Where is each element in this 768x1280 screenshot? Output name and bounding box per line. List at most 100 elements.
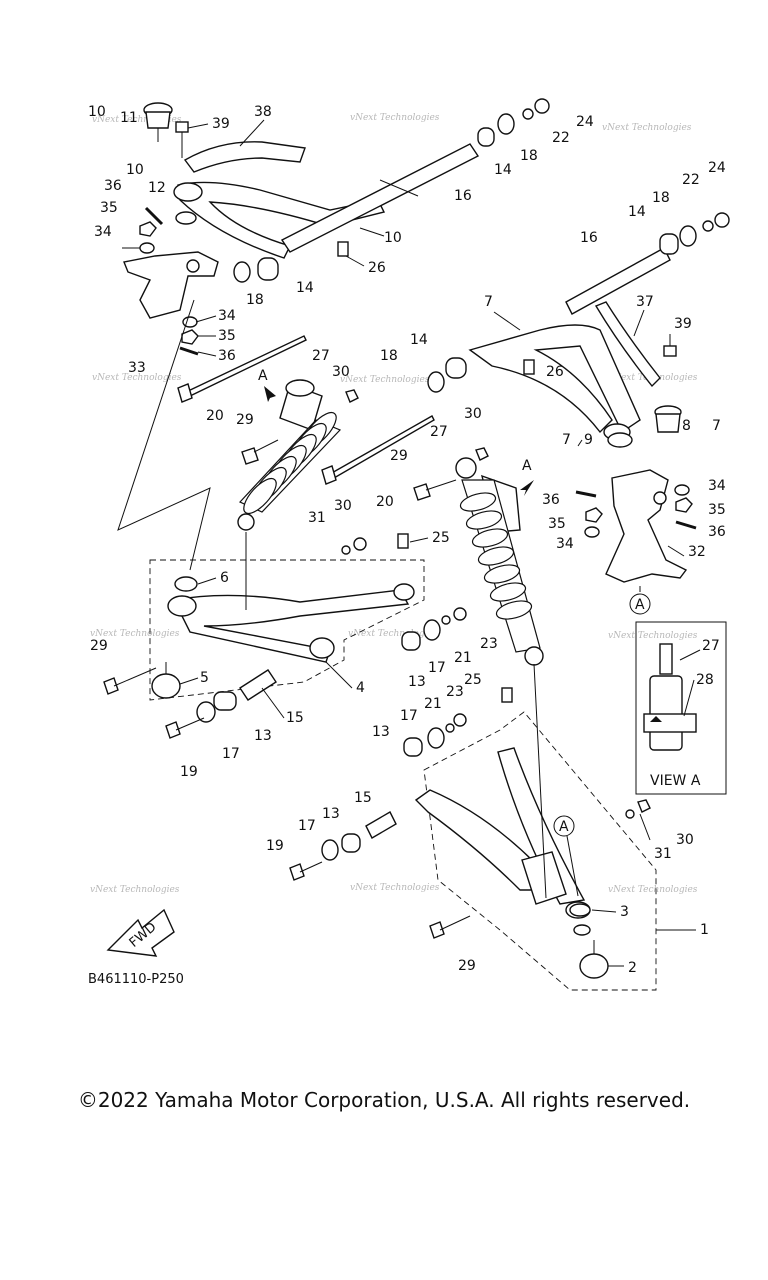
through-bolts (177, 335, 435, 485)
callout: 29 (90, 638, 108, 654)
view-arrows (264, 386, 651, 837)
watermark: vNext Technologies (92, 115, 182, 125)
callout: 36 (542, 492, 560, 508)
callout: 32 (688, 544, 706, 560)
callout: 19 (266, 838, 284, 854)
steering-knuckle (123, 251, 219, 319)
watermark: vNext Technologies (350, 883, 440, 893)
callout: 30 (464, 406, 482, 422)
callout: 25 (432, 530, 450, 546)
callout: 39 (212, 116, 230, 132)
callout: 25 (464, 672, 482, 688)
callout: 28 (696, 672, 714, 688)
callout: 30 (334, 498, 352, 514)
callout: 13 (372, 724, 390, 740)
hose-bracket (183, 141, 306, 173)
callout: 31 (654, 846, 672, 862)
callout: 11 (120, 110, 138, 126)
callout: 18 (520, 148, 538, 164)
callout: 34 (218, 308, 236, 324)
callout: 29 (458, 958, 476, 974)
washer (139, 242, 155, 254)
through-bolt (328, 415, 435, 479)
callout: 8 (682, 418, 691, 434)
callout: 17 (298, 818, 316, 834)
callout: 19 (180, 764, 198, 780)
upper-a-arm-right (468, 324, 641, 434)
callout: 6 (220, 570, 229, 586)
callout: 39 (674, 316, 692, 332)
diagram-code: B461110-P250 (88, 972, 184, 987)
callout: 26 (368, 260, 386, 276)
callout: 18 (652, 190, 670, 206)
callout: 34 (708, 478, 726, 494)
callout: 30 (332, 364, 350, 380)
view-a-arrow-icon (264, 386, 276, 402)
callout: 30 (676, 832, 694, 848)
callout: 24 (576, 114, 594, 130)
reference-circle-a (629, 593, 651, 615)
callout: 35 (708, 502, 726, 518)
view-a-frame (635, 621, 727, 795)
callout: 22 (682, 172, 700, 188)
callout: 23 (480, 636, 498, 652)
left-shock-absorber (237, 379, 359, 531)
callout: 31 (308, 510, 326, 526)
callout: 5 (200, 670, 209, 686)
forward-arrow-icon (106, 908, 175, 957)
upper-a-arm (177, 181, 386, 259)
callout: 34 (94, 224, 112, 240)
callout: 26 (546, 364, 564, 380)
callout: 12 (148, 180, 166, 196)
copyright-notice: ©2022 Yamaha Motor Corporation, U.S.A. A… (77, 1088, 691, 1112)
callout: 27 (702, 638, 720, 654)
callout: 20 (206, 408, 224, 424)
callout: 18 (246, 292, 264, 308)
callout: 15 (286, 710, 304, 726)
fwd-arrow: FWD (106, 908, 175, 957)
callout: 14 (296, 280, 314, 296)
callout: 36 (104, 178, 122, 194)
callout: A (635, 597, 645, 613)
callout: 7 (562, 432, 571, 448)
lower-right-arm-assembly (289, 687, 657, 991)
callout: 23 (446, 684, 464, 700)
callout: 24 (708, 160, 726, 176)
callout: 7 (484, 294, 493, 310)
callout: 17 (400, 708, 418, 724)
pivot-shaft (565, 247, 671, 315)
callout: 14 (494, 162, 512, 178)
hose-bracket (594, 301, 661, 388)
callout: 17 (428, 660, 446, 676)
callout: 36 (218, 348, 236, 364)
callout: 15 (354, 790, 372, 806)
right-shock-absorber (413, 447, 544, 666)
callout: 35 (548, 516, 566, 532)
callout: 35 (218, 328, 236, 344)
leader-lines (117, 299, 641, 899)
watermark: vNext Technologies (608, 885, 698, 895)
callout: 10 (126, 162, 144, 178)
shock-spring-coils (243, 411, 337, 515)
steering-knuckle-right (605, 469, 688, 583)
callout: 27 (430, 424, 448, 440)
view-a-inset (635, 621, 727, 795)
callout: 37 (636, 294, 654, 310)
callout-leaders (122, 119, 701, 967)
callout: 16 (580, 230, 598, 246)
callout: 33 (128, 360, 146, 376)
lower-left-arm-assembly (103, 533, 467, 739)
callout: 13 (408, 674, 426, 690)
callout: 2 (628, 960, 637, 976)
warning-label (643, 713, 697, 733)
reference-circle-a (553, 815, 575, 837)
callout: 7 (712, 418, 721, 434)
callout: 34 (556, 536, 574, 552)
circlip (175, 211, 197, 225)
callout: 21 (424, 696, 442, 712)
callout: 17 (222, 746, 240, 762)
view-a-label: VIEW A (650, 773, 701, 789)
watermark: vNext Technologies (92, 373, 182, 383)
watermark: vNext Technologies (348, 629, 438, 639)
